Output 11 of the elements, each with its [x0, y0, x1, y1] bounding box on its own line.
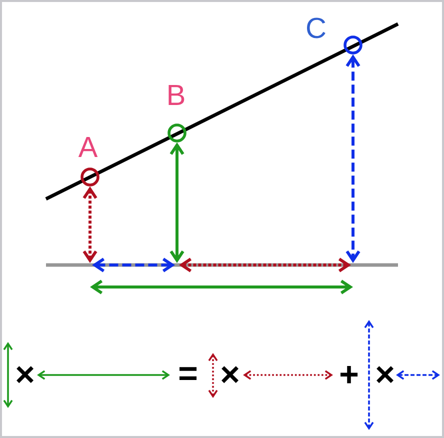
point-label: C	[307, 18, 326, 38]
arrow	[82, 186, 98, 263]
point-label: B	[168, 85, 184, 105]
times-sign: ×	[222, 366, 238, 384]
times-sign: ×	[16, 366, 34, 384]
plus-sign: +	[340, 366, 358, 384]
point-label: A	[78, 137, 98, 157]
equals-sign: =	[180, 367, 197, 380]
arrow	[170, 142, 184, 263]
arrow	[346, 54, 360, 263]
times-sign: ×	[376, 366, 394, 384]
